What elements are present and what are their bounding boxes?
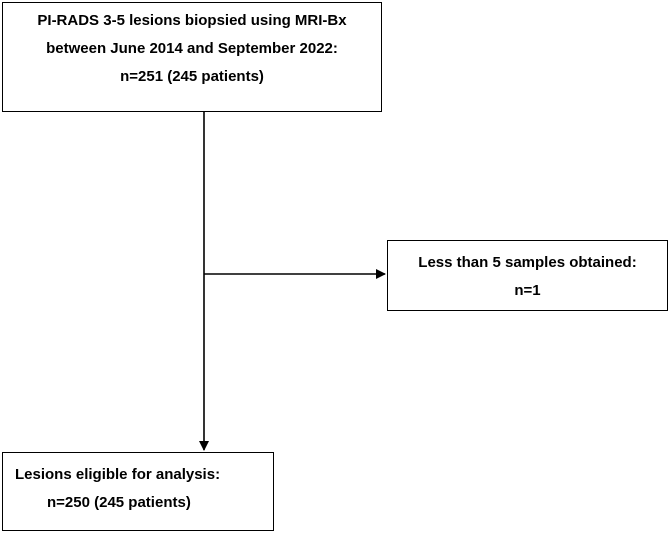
initial-cohort-box: PI-RADS 3-5 lesions biopsied using MRI-B… — [2, 2, 382, 112]
eligible-lesions-label: Lesions eligible for analysis: — [15, 466, 221, 483]
initial-cohort-count: n=251 (245 patients) — [120, 68, 264, 85]
exclusion-reason: Less than 5 samples obtained: — [418, 254, 637, 271]
eligible-lesions-box: Lesions eligible for analysis: n=250 (24… — [2, 452, 274, 531]
initial-cohort-line-2: between June 2014 and September 2022: — [46, 40, 338, 57]
eligible-lesions-count: n=250 (245 patients) — [47, 494, 191, 511]
exclusion-count: n=1 — [514, 282, 541, 299]
initial-cohort-line-1: PI-RADS 3-5 lesions biopsied using MRI-B… — [37, 12, 347, 29]
exclusion-box: Less than 5 samples obtained: n=1 — [387, 240, 668, 311]
